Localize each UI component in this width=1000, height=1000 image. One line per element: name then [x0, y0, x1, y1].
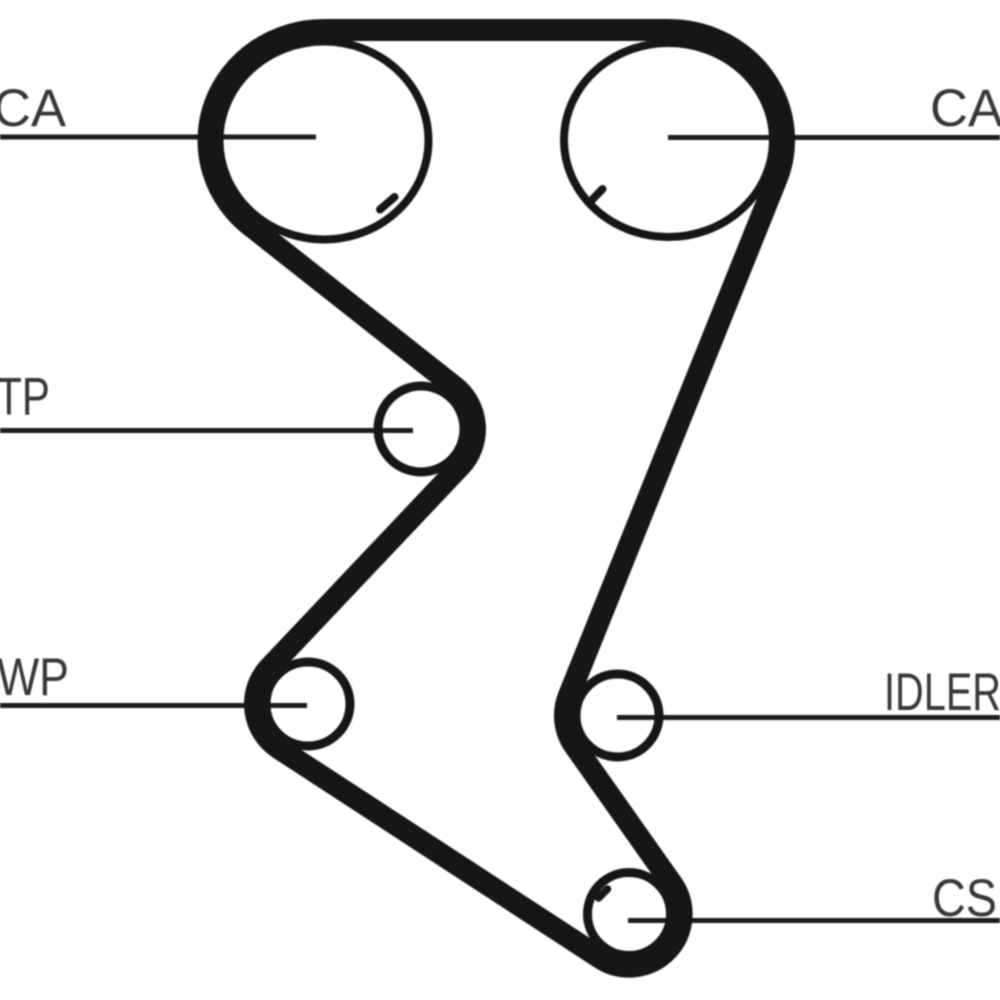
svg-text:TP: TP [0, 368, 50, 427]
svg-text:IDLER: IDLER [884, 663, 1000, 722]
svg-text:WP: WP [0, 648, 69, 707]
svg-text:CA: CA [930, 79, 1000, 138]
svg-text:CS: CS [932, 869, 997, 928]
svg-text:CA: CA [0, 79, 67, 138]
